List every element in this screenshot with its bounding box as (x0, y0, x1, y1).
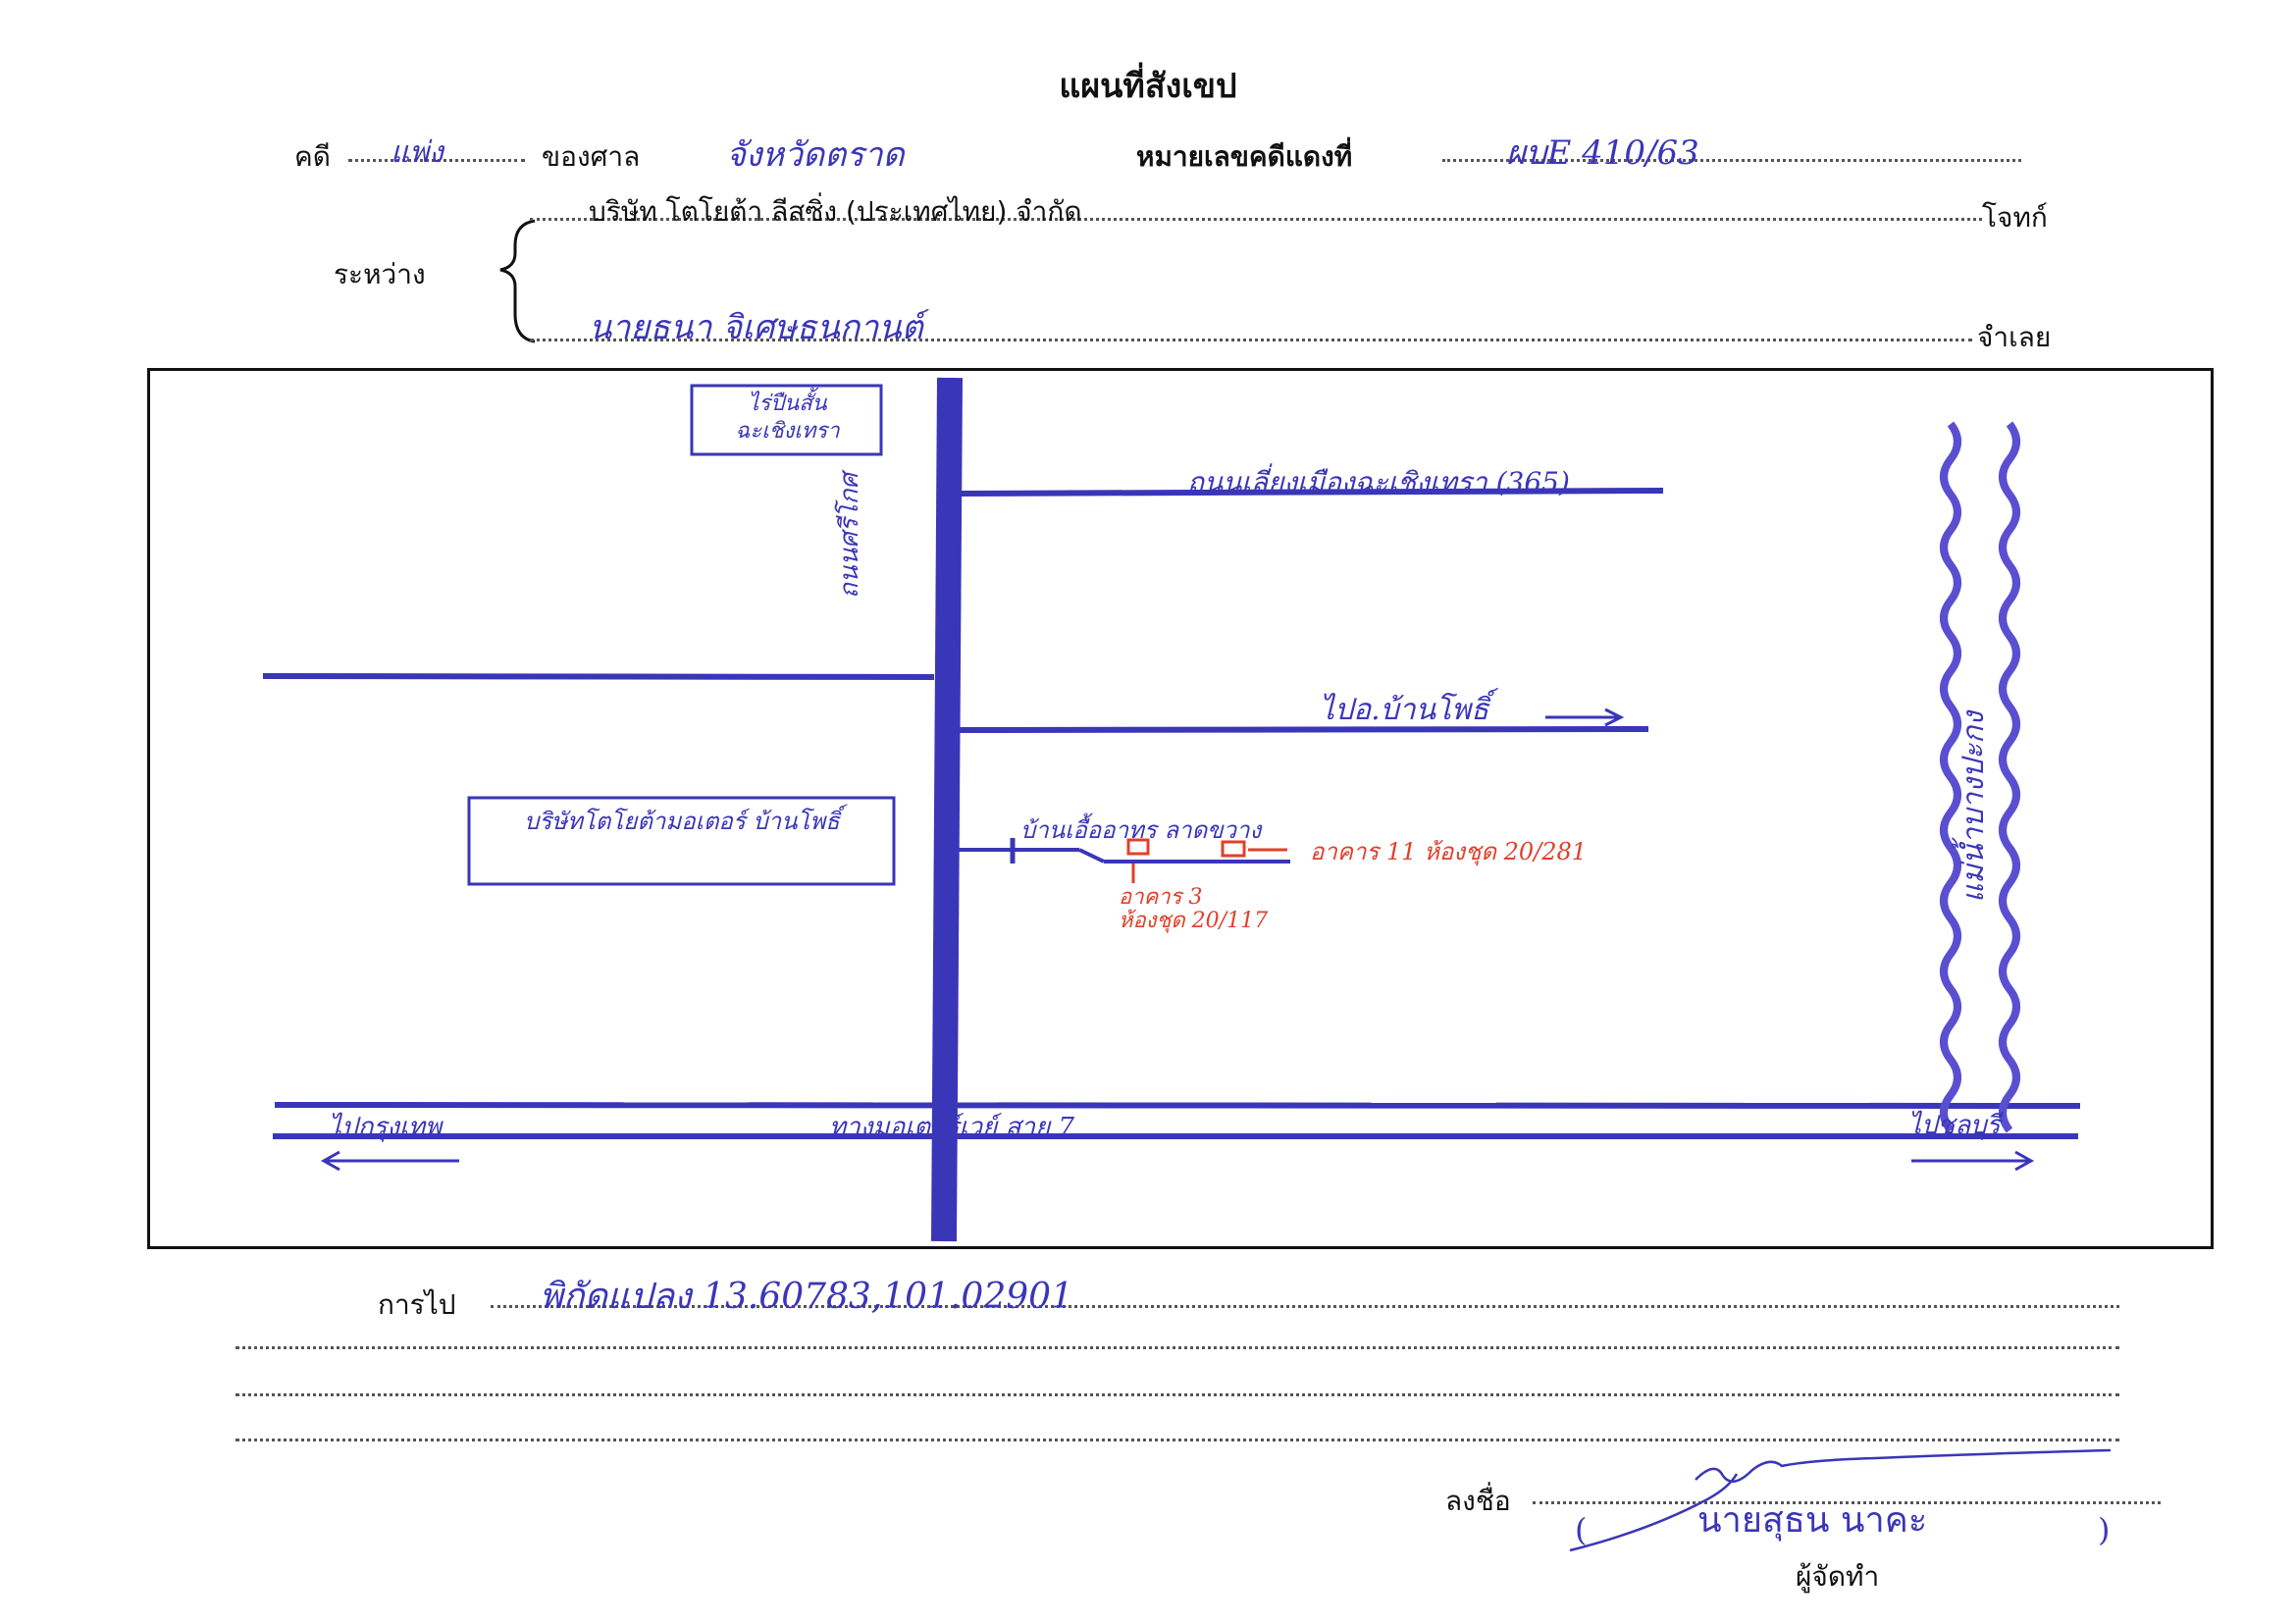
sign-close-paren: ) (2098, 1511, 2111, 1548)
landmark-label: ไร่ปืนสั้น ฉะเชิงเทรา (735, 392, 840, 444)
case-label: คดี (294, 140, 331, 173)
red-case-label: หมายเลขคดีแดงที่ (1136, 140, 1353, 173)
red-unit-1: อาคาร 11 ห้องชุด 20/281 (1310, 838, 1587, 865)
directions-dotline-2 (235, 1346, 2119, 1349)
plaintiff-dotline (530, 218, 1982, 221)
landmark-box (690, 384, 883, 456)
court-label: ของศาล (542, 140, 641, 173)
directions-dotline-1 (491, 1305, 2119, 1308)
defendant-name: นายธนา จิเศษธนกานต์ (589, 308, 923, 347)
court-name-value: จังหวัดตราด (726, 135, 905, 175)
highway-label: ทางมอเตอร์เวย์ สาย 7 (829, 1113, 1075, 1142)
red-case-number-value: ผบE 410/63 (1506, 133, 1699, 173)
map-frame (147, 368, 2214, 1249)
directions-label: การไป (378, 1288, 456, 1321)
housing-label: บ้านเอื้ออาทร ลาดขวาง (1020, 816, 1262, 844)
river-bank-right (1999, 421, 2020, 1133)
directions-text: พิกัดแปลง 13.60783,101.02901 (540, 1277, 1073, 1317)
dealer-label: บริษัทโตโยต้ามอเตอร์ บ้านโพธิ์ (524, 808, 840, 835)
sign-dotline (1533, 1501, 2161, 1504)
defendant-role: จำเลย (1977, 321, 2052, 353)
case-type-value: แพ่ง (391, 135, 444, 170)
to-chonburi-label: ไปชลบุรี (1908, 1111, 2001, 1140)
defendant-dotline (530, 339, 1972, 341)
signer-name: นายสุธน นาคะ (1697, 1500, 1928, 1541)
motorway-line-top (274, 1102, 2081, 1109)
directions-dotline-4 (235, 1439, 2119, 1441)
red-unit-2-line2: ห้องชุด 20/117 (1119, 909, 1269, 933)
to-banpho-label: ไปอ.บ้านโพธิ์ (1320, 693, 1489, 727)
bangkok-arrow-head (320, 1150, 340, 1172)
red-building-marker-2 (1221, 840, 1246, 858)
housing-lane-2 (1078, 848, 1105, 864)
directions-dotline-3 (235, 1393, 2119, 1396)
signer-role: ผู้จัดทำ (1796, 1560, 1880, 1593)
plaintiff-name: บริษัท โตโยต้า ลีสซิ่ง (ประเทศไทย) จำกัด (589, 195, 1082, 228)
to-bangkok-label: ไปกรุงเทพ (329, 1113, 443, 1142)
case-type-dotline (348, 159, 525, 162)
dealer-box (467, 796, 896, 886)
sign-open-paren: ( (1575, 1511, 1588, 1548)
between-label: ระหว่าง (334, 258, 426, 290)
plaintiff-role: โจทก์ (1982, 201, 2048, 234)
bypass-road-label: ถนนเลี่ยงเมืองฉะเชิงเทรา (365) (1187, 466, 1570, 498)
red-unit-2-line1: อาคาร 3 (1119, 885, 1203, 910)
main-road-line (931, 377, 963, 1242)
banpho-arrow-head (1604, 707, 1625, 727)
sign-label: ลงชื่อ (1445, 1485, 1511, 1517)
river-bank-left (1940, 421, 1961, 1133)
left-road-line (262, 673, 935, 680)
red-case-dotline (1442, 159, 2021, 162)
banpho-road-line (956, 726, 1649, 733)
red-building-marker-1 (1126, 838, 1150, 856)
chonburi-arrow-head (2014, 1150, 2035, 1172)
bypass-road-line (961, 488, 1664, 497)
page-title: แผนที่สังเขป (1059, 67, 1237, 106)
